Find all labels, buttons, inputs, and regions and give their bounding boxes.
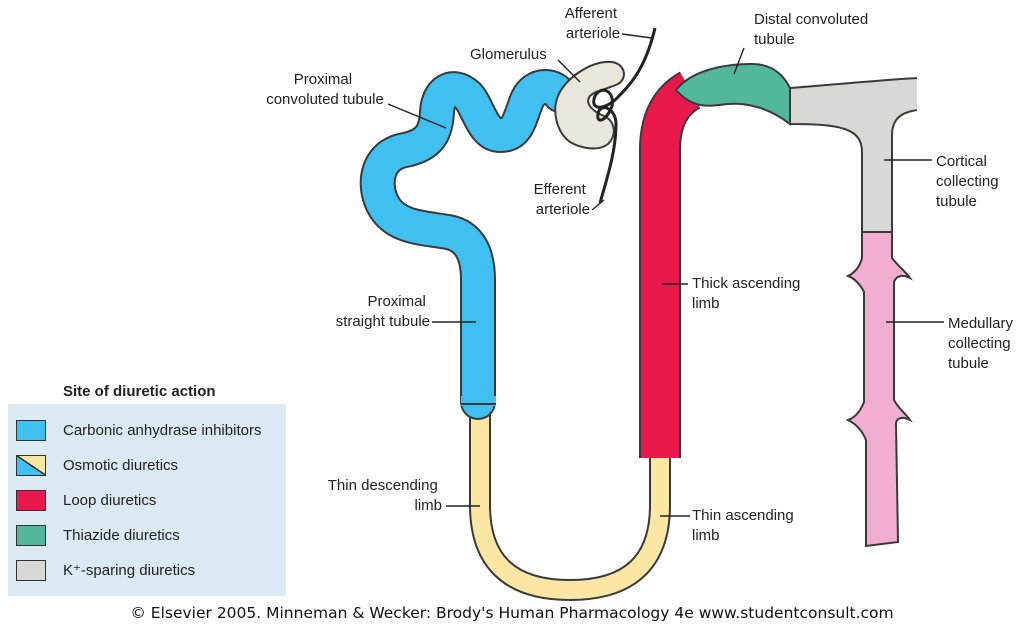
cortical-collecting-tubule	[789, 76, 919, 233]
glomerulus-capsule	[554, 60, 625, 150]
legend-panel	[8, 404, 286, 596]
legend-label: Loop diuretics	[63, 491, 157, 509]
legend-label: Carbonic anhydrase inhibitors	[63, 421, 262, 439]
label-efferent: Efferent arteriole	[534, 181, 590, 218]
legend-item-k-sparing: K⁺-sparing diuretics	[16, 558, 195, 582]
label-medullary: Medullary collecting tubule	[948, 315, 1017, 372]
legend-swatch-osmotic	[16, 454, 46, 476]
thick-ascending-limb	[641, 73, 701, 458]
leader-distal	[733, 47, 745, 75]
label-thick-ascending: Thick ascending limb	[692, 275, 805, 312]
proximal-end-cap	[461, 396, 496, 406]
label-thin-descending: Thin descending limb	[328, 477, 442, 514]
label-proximal-straight: Proximal straight tubule	[336, 293, 430, 330]
leader-proximal-convoluted	[387, 103, 447, 129]
medullary-collecting-tubule	[845, 231, 913, 548]
legend-swatch-k-sparing	[16, 559, 46, 581]
leader-glomerulus	[557, 59, 581, 83]
legend-item-thiazide: Thiazide diuretics	[16, 523, 180, 547]
legend-label: Osmotic diuretics	[63, 456, 179, 474]
legend-swatch-carbonic	[16, 419, 46, 441]
copyright-credit: © Elsevier 2005. Minneman & Wecker: Brod…	[130, 604, 894, 622]
thin-limb	[471, 402, 669, 600]
label-proximal-convoluted: Proximal convoluted tubule	[266, 71, 384, 108]
proximal-tubule	[361, 71, 576, 418]
distal-tubule	[674, 62, 791, 127]
legend-item-carbonic: Carbonic anhydrase inhibitors	[16, 418, 261, 442]
leader-efferent	[591, 199, 605, 211]
legend-swatch-thiazide	[16, 524, 46, 546]
label-afferent: Afferent arteriole	[565, 5, 621, 42]
label-distal: Distal convoluted tubule	[754, 11, 872, 48]
legend-label: K⁺-sparing diuretics	[63, 562, 196, 579]
legend-swatch-loop	[16, 489, 46, 511]
label-glomerulus: Glomerulus	[470, 46, 547, 63]
label-thin-ascending: Thin ascending limb	[692, 507, 798, 544]
cortical-right-cover	[917, 74, 929, 114]
legend-item-osmotic: Osmotic diuretics	[16, 453, 178, 477]
leader-afferent	[621, 33, 653, 39]
legend-title: Site of diuretic action	[63, 383, 216, 400]
legend-item-loop: Loop diuretics	[16, 488, 156, 512]
legend-label: Thiazide diuretics	[63, 526, 180, 544]
afferent-arteriole	[592, 27, 657, 204]
label-cortical: Cortical collecting tubule	[936, 153, 1003, 210]
